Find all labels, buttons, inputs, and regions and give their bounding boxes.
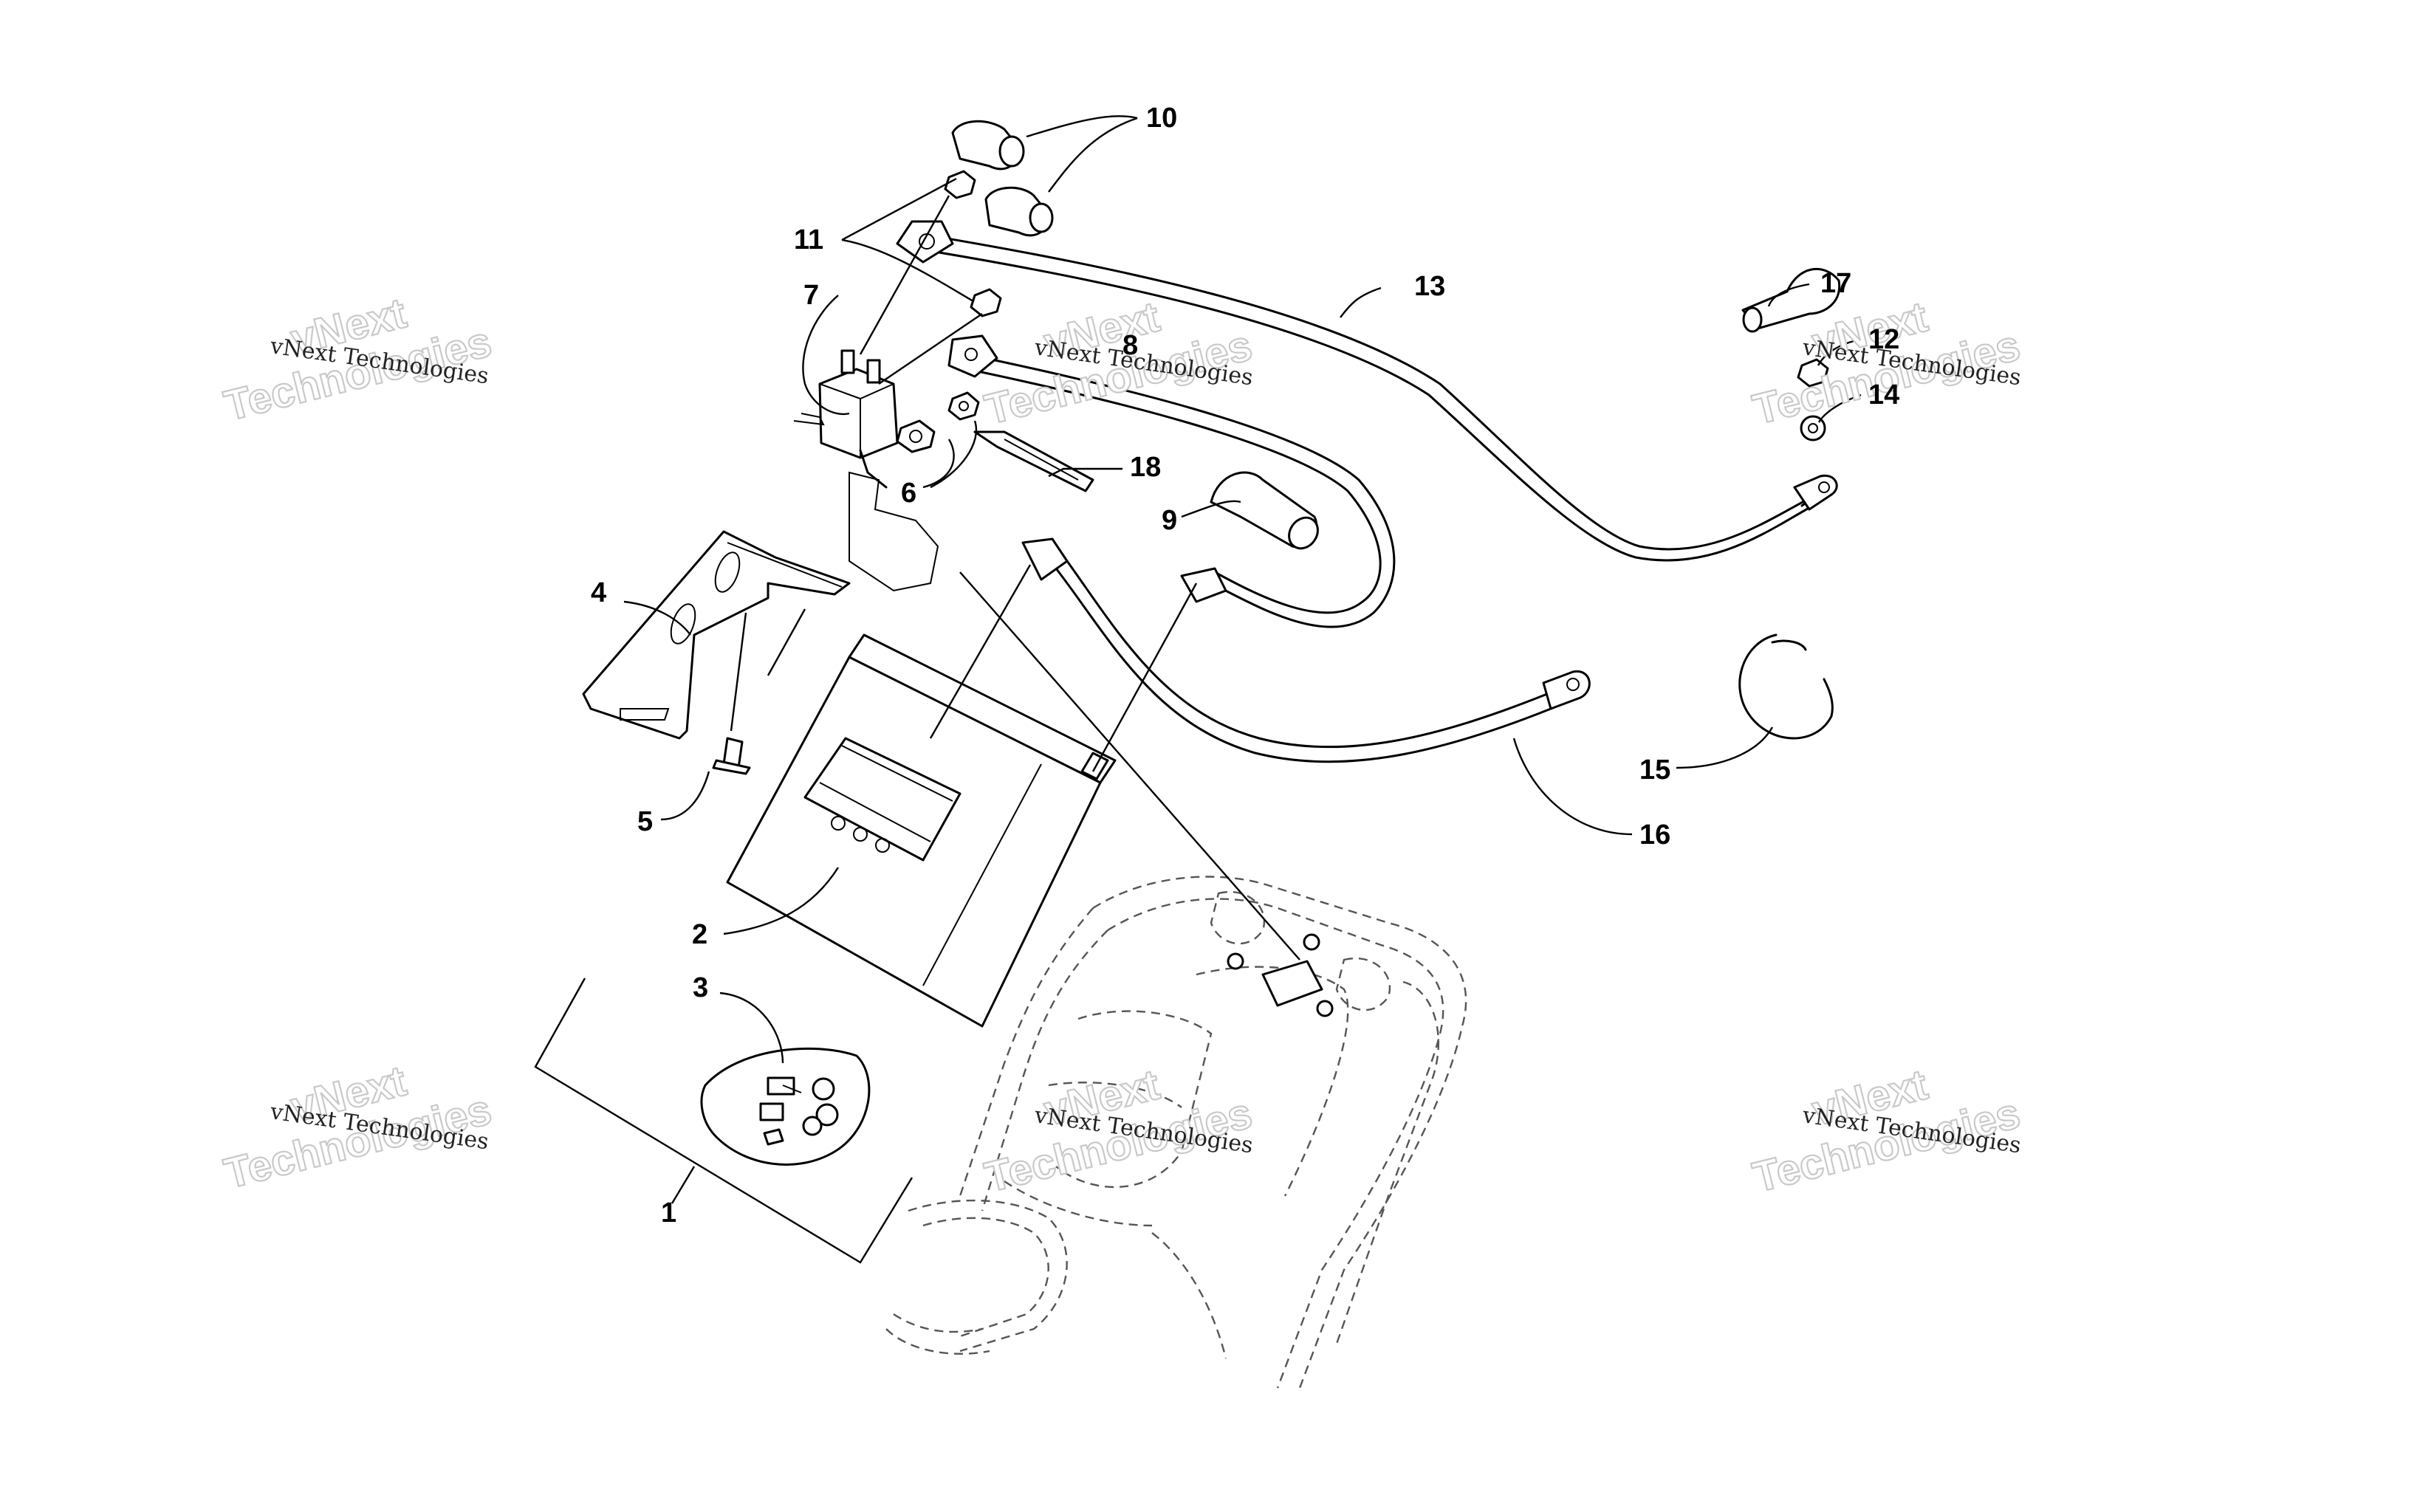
callout-6: 6 (901, 478, 916, 509)
callout-7: 7 (803, 280, 819, 311)
watermark-bottom-right: Technologies vNext vNext Technologies (1747, 1059, 2025, 1202)
callout-15: 15 (1639, 755, 1670, 786)
nut-11b (970, 288, 1002, 317)
bracket-bolt (712, 737, 751, 775)
body-mount-bolts (1227, 933, 1334, 1017)
watermark-top-left: Technologies vNext vNext Technologies (219, 288, 496, 430)
callout-8: 8 (1122, 330, 1138, 361)
callout-3: 3 (693, 972, 708, 1003)
terminal-boot-9 (1210, 471, 1319, 550)
callout-17: 17 (1820, 268, 1851, 299)
callout-12: 12 (1868, 324, 1899, 355)
watermark-bottom-center: Technologies vNext vNext Technologies (979, 1059, 1257, 1202)
battery-strap (973, 430, 1094, 492)
callout-5: 5 (637, 806, 653, 837)
starter-solenoid (793, 349, 899, 489)
cable-clamp-15 (1738, 633, 1834, 740)
terminal-boot-17 (1741, 268, 1841, 333)
callout-14: 14 (1868, 379, 1899, 410)
hex-nut-6 (896, 391, 980, 453)
terminal-boot-10a (951, 120, 1025, 171)
callout-13: 13 (1414, 271, 1445, 302)
hardware-kit (700, 1047, 871, 1166)
watermark-bottom-left: Technologies vNext vNext Technologies (219, 1056, 496, 1198)
callout-11: 11 (794, 224, 823, 255)
kit-bracket-frame (534, 977, 914, 1264)
terminal-boot-10b (984, 186, 1054, 237)
callout-10: 10 (1146, 103, 1177, 134)
callout-18: 18 (1130, 452, 1161, 483)
nut-12 (1797, 358, 1829, 388)
callout-4: 4 (591, 577, 606, 608)
battery-bracket (582, 471, 939, 740)
cable-8 (947, 334, 1396, 628)
battery (726, 633, 1117, 1028)
callout-1: 1 (661, 1197, 676, 1228)
nut-11a (944, 170, 976, 199)
watermark-top-center: Technologies vNext vNext Technologies (979, 292, 1257, 434)
callout-labels: 10 11 7 8 13 17 12 14 18 6 9 4 15 5 16 2… (591, 103, 1899, 1228)
vehicle-body-outline (885, 876, 1467, 1389)
callout-9: 9 (1162, 505, 1177, 536)
callout-16: 16 (1639, 819, 1670, 850)
negative-cable-16 (1021, 537, 1591, 763)
leader-lines (623, 115, 1862, 1204)
positive-cable-13 (896, 220, 1838, 562)
callout-2: 2 (692, 919, 707, 950)
